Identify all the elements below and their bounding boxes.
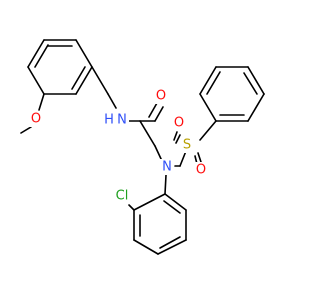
bond [27, 66, 45, 95]
bond [154, 145, 163, 162]
bond [247, 66, 265, 95]
atom-label: N [117, 113, 127, 128]
bond [38, 93, 45, 111]
bond [164, 193, 187, 211]
amide-hydrogen-atom: H [103, 112, 115, 128]
bond [128, 204, 135, 211]
bond [154, 106, 164, 122]
atom-label: H [104, 113, 114, 128]
bond-layer [20, 39, 265, 255]
bond [139, 120, 156, 147]
bond [75, 39, 93, 68]
atom-label: O [31, 112, 41, 127]
atom-label: O [174, 116, 184, 131]
amide-nitrogen-atom: N [115, 112, 129, 128]
bond [247, 93, 265, 122]
bond [159, 236, 181, 249]
bond [148, 102, 158, 118]
sulfonyl-oxygen-bottom-atom: O [194, 162, 208, 178]
molecule-structure: O N H O N S O O [20, 39, 265, 255]
atom-label: Cl [116, 189, 129, 204]
atom-label: O [156, 89, 166, 104]
bond [199, 120, 217, 141]
chlorine-atom: Cl [112, 188, 132, 204]
oxygen-methoxy-atom: O [29, 111, 43, 127]
bond [20, 126, 32, 134]
atom-label: S [183, 138, 191, 153]
carbonyl-oxygen-atom: O [154, 88, 168, 104]
bond [71, 66, 86, 90]
bond [133, 239, 159, 255]
atom-label: N [162, 160, 172, 175]
bond [243, 72, 258, 95]
bond [164, 174, 167, 195]
bond [175, 134, 181, 144]
sulfonyl-oxygen-top-atom: O [172, 115, 186, 131]
bond [27, 39, 45, 68]
bond [206, 71, 221, 95]
bond [34, 44, 49, 68]
bond [197, 152, 202, 163]
bond [199, 93, 217, 122]
bond [157, 239, 187, 255]
sulfonamide-nitrogen-atom: N [160, 159, 174, 175]
atom-label: O [196, 163, 206, 178]
bond [107, 93, 117, 109]
bond [199, 66, 217, 95]
bond [179, 150, 187, 167]
bond [91, 66, 109, 95]
bond [173, 131, 178, 141]
bond [75, 66, 93, 95]
atom-label-layer: O N H O N S O O [29, 88, 208, 204]
sulfur-atom: S [180, 137, 194, 153]
bond [163, 200, 181, 214]
bond [133, 193, 166, 211]
